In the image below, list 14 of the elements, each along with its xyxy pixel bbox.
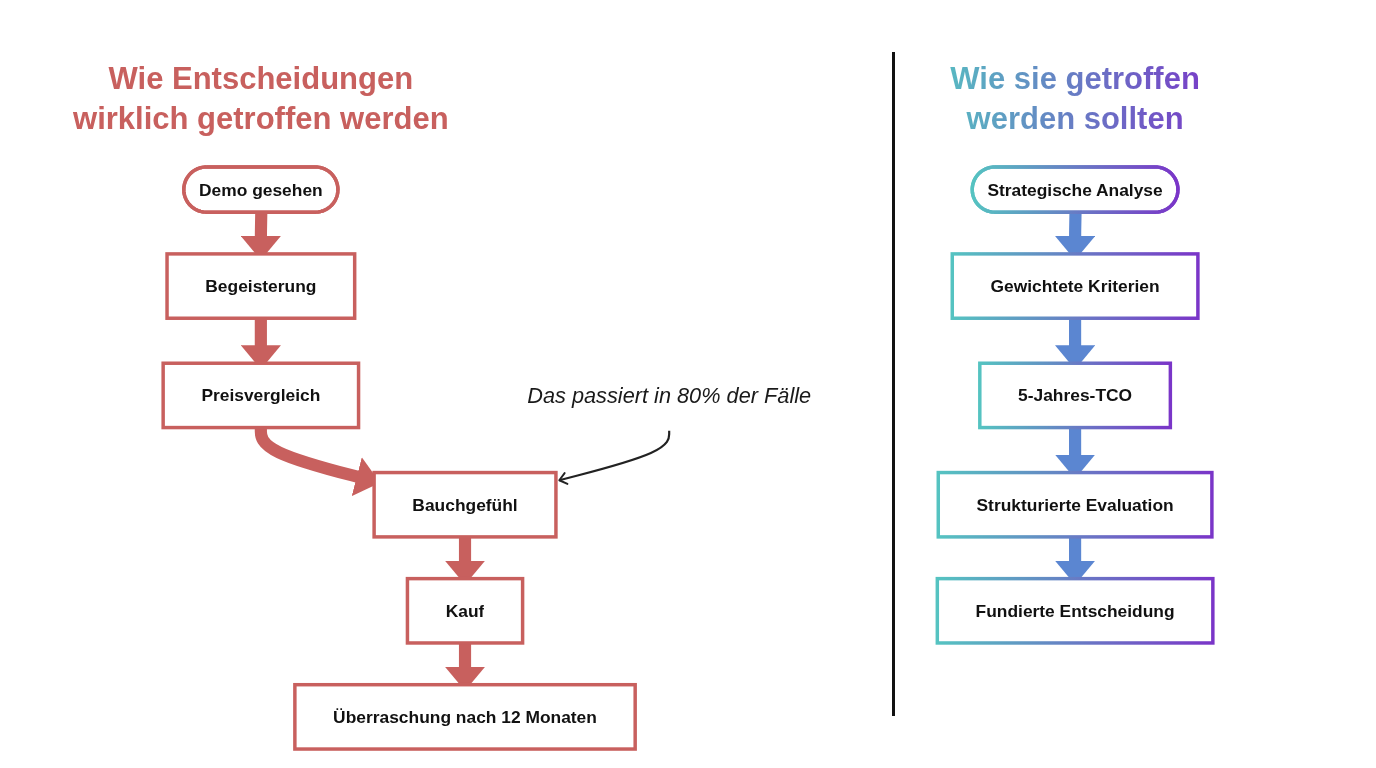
process-box: Begeisterung [165, 252, 357, 320]
process-box: Fundierte Entscheidung [935, 576, 1215, 645]
process-box: 5-Jahres-TCO [978, 361, 1173, 430]
process-box: Kauf [405, 576, 525, 645]
rounded-start-box: Strategische Analyse [970, 165, 1180, 214]
column-heading: Wie Entscheidungen wirklich getroffen werden [72, 59, 450, 138]
rounded-start-box: Demo gesehen [182, 165, 340, 214]
process-box: Gewichtete Kriterien [950, 252, 1200, 320]
process-box: Bauchgefühl [372, 470, 558, 539]
process-box: Strukturierte Evaluation [936, 470, 1214, 539]
curved-arrow [558, 430, 671, 485]
process-box: Überraschung nach 12 Monaten [293, 682, 637, 751]
handwritten-note: Das passiert in 80% der Fälle [527, 382, 812, 407]
process-box: Preisvergleich [161, 361, 361, 430]
